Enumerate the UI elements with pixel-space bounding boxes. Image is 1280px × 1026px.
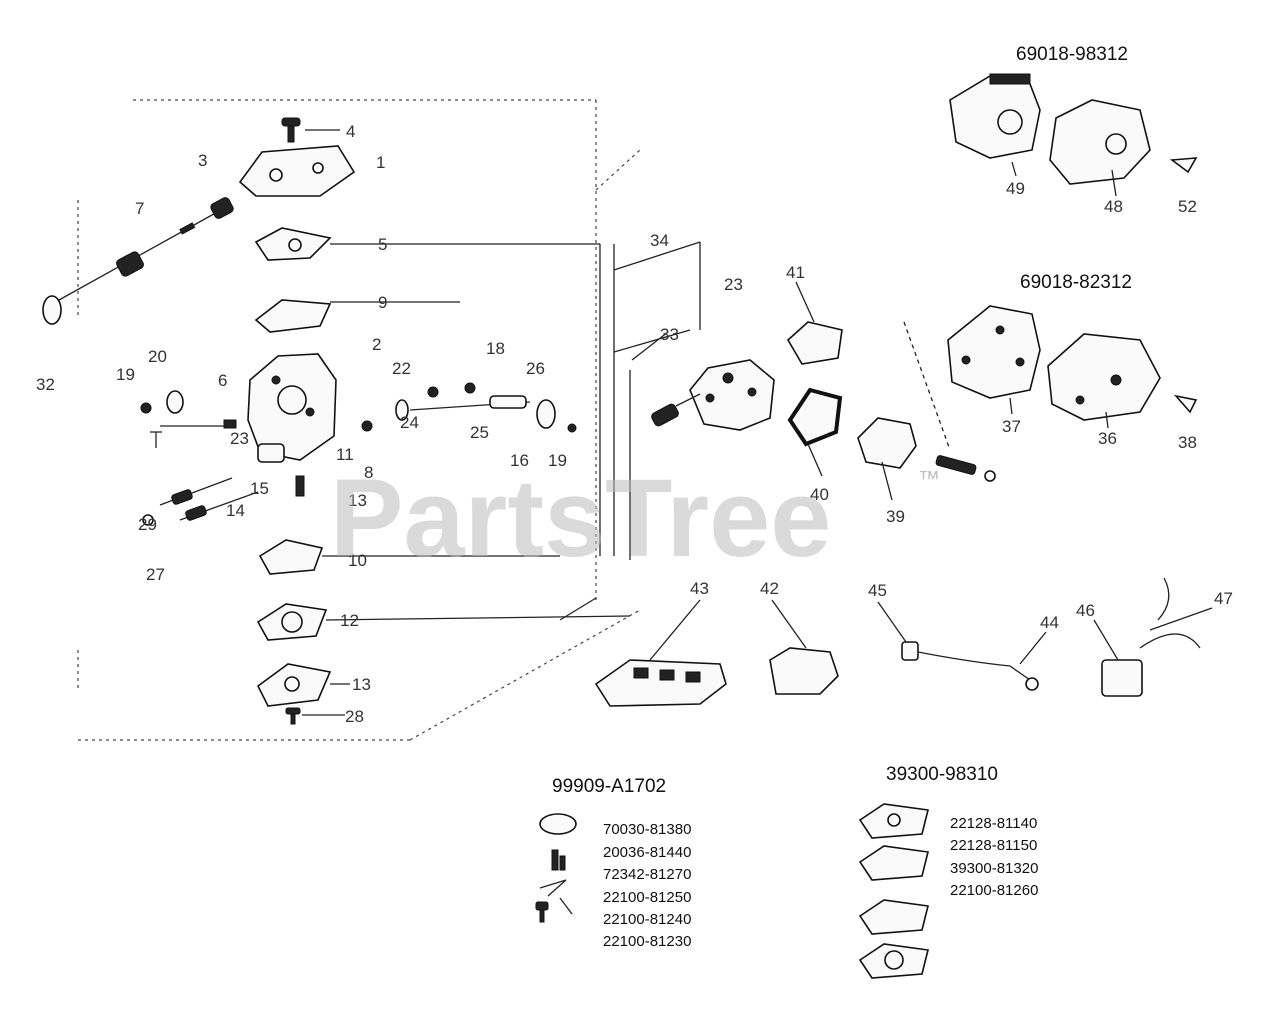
- callout: 45: [868, 581, 887, 600]
- callout: 13: [348, 491, 367, 510]
- diaphragm-kit-part: 22128-81140: [950, 815, 1037, 832]
- air-filter-kit-lower[interactable]: [947, 305, 1198, 421]
- callout: 5: [378, 235, 387, 254]
- callout: 52: [1178, 197, 1197, 216]
- kit-header-diaphragm: 39300-98310: [886, 764, 998, 785]
- callout: 28: [345, 707, 364, 726]
- callout: 32: [36, 375, 55, 394]
- diaphragm-kit-part: 22100-81260: [950, 882, 1038, 899]
- leader-lines-center: [629, 281, 951, 560]
- callout: 19: [548, 451, 567, 470]
- callout: 49: [1006, 179, 1025, 198]
- callout: 7: [135, 199, 144, 218]
- leader-lines-left: [302, 129, 701, 716]
- gasket-9[interactable]: [254, 299, 332, 333]
- callout: 41: [786, 263, 805, 282]
- callout-labels: 4 3 1 7 5 9 2 32 19 20 6 18 22 26 24 25 …: [36, 122, 1233, 726]
- callout: 13: [352, 675, 371, 694]
- callout: 2: [372, 335, 381, 354]
- callout: 10: [348, 551, 367, 570]
- callout: 39: [886, 507, 905, 526]
- repair-kit-part: 20036-81440: [603, 844, 691, 861]
- callout: 47: [1214, 589, 1233, 608]
- callout: 46: [1076, 601, 1095, 620]
- element-42[interactable]: [769, 647, 839, 695]
- pump-cover-1[interactable]: [238, 145, 356, 197]
- screw-28[interactable]: [285, 707, 301, 725]
- callout: 44: [1040, 613, 1059, 632]
- adapter-39[interactable]: [857, 417, 996, 482]
- callout: 23: [230, 429, 249, 448]
- callout: 42: [760, 579, 779, 598]
- callout: 20: [148, 347, 167, 366]
- callout: 8: [364, 463, 373, 482]
- diaphragm-12[interactable]: [256, 603, 328, 641]
- filter-43[interactable]: [594, 659, 727, 707]
- watermark-trademark: ™: [918, 466, 940, 491]
- repair-kit-part: 22100-81240: [603, 911, 691, 928]
- callout: 14: [226, 501, 245, 520]
- callout: 16: [510, 451, 529, 470]
- kit-header-repair: 99909-A1702: [552, 776, 666, 797]
- callout: 9: [378, 293, 387, 312]
- callout: 25: [470, 423, 489, 442]
- diaphragm-kit-part: 39300-81320: [950, 860, 1038, 877]
- kit-header-upper: 69018-98312: [1016, 44, 1128, 65]
- repair-kit-part: 70030-81380: [603, 821, 691, 838]
- callout: 23: [724, 275, 743, 294]
- callout: 6: [218, 371, 227, 390]
- screw-4[interactable]: [281, 117, 301, 143]
- air-filter-kit-upper[interactable]: [949, 73, 1198, 185]
- carburetor-assembly[interactable]: [650, 359, 775, 431]
- repair-kit-part-list: 70030-81380 20036-81440 72342-81270 2210…: [603, 821, 691, 950]
- idle-screws[interactable]: [142, 475, 305, 526]
- callout: 29: [138, 515, 157, 534]
- insulator-40[interactable]: [787, 387, 843, 447]
- callout: 37: [1002, 417, 1021, 436]
- needle-assembly-7[interactable]: [42, 196, 235, 325]
- callout: 43: [690, 579, 709, 598]
- carburetor-frame: [77, 99, 641, 741]
- callout: 27: [146, 565, 165, 584]
- gasket-10[interactable]: [258, 539, 324, 575]
- callout: 40: [810, 485, 829, 504]
- callout: 22: [392, 359, 411, 378]
- callout: 19: [116, 365, 135, 384]
- callout: 24: [400, 413, 419, 432]
- callout: 38: [1178, 433, 1197, 452]
- throttle-shaft-parts[interactable]: [140, 382, 577, 448]
- callout: 36: [1098, 429, 1117, 448]
- wire-harness-44[interactable]: [901, 641, 1039, 691]
- diaphragm-kit-part-list: 22128-81140 22128-81150 39300-81320 2210…: [950, 815, 1038, 899]
- repair-kit-part: 22100-81230: [603, 933, 691, 950]
- callout: 33: [660, 325, 679, 344]
- diaphragm-kit-part: 22128-81150: [950, 837, 1037, 854]
- switch-46[interactable]: [1101, 577, 1201, 697]
- callout: 48: [1104, 197, 1123, 216]
- gasket-41[interactable]: [786, 321, 843, 365]
- callout: 12: [340, 611, 359, 630]
- watermark: PartsTree: [330, 457, 831, 580]
- callout: 11: [336, 445, 354, 464]
- callout: 18: [486, 339, 505, 358]
- callout: 1: [376, 153, 385, 172]
- callout: 26: [526, 359, 545, 378]
- diaphragm-5[interactable]: [254, 227, 332, 261]
- repair-kit-icons: [535, 813, 577, 923]
- callout: 4: [346, 122, 355, 141]
- cover-14[interactable]: [256, 663, 332, 707]
- kit-header-lower: 69018-82312: [1020, 272, 1132, 293]
- callout: 15: [250, 479, 269, 498]
- carburetor-body-2[interactable]: [247, 353, 337, 463]
- callout: 3: [198, 151, 207, 170]
- diaphragm-kit-icons: [858, 803, 929, 979]
- callout: 34: [650, 231, 669, 250]
- leader-lines-bottom: [649, 161, 1213, 665]
- repair-kit-part: 22100-81250: [603, 889, 691, 906]
- repair-kit-part: 72342-81270: [603, 866, 691, 883]
